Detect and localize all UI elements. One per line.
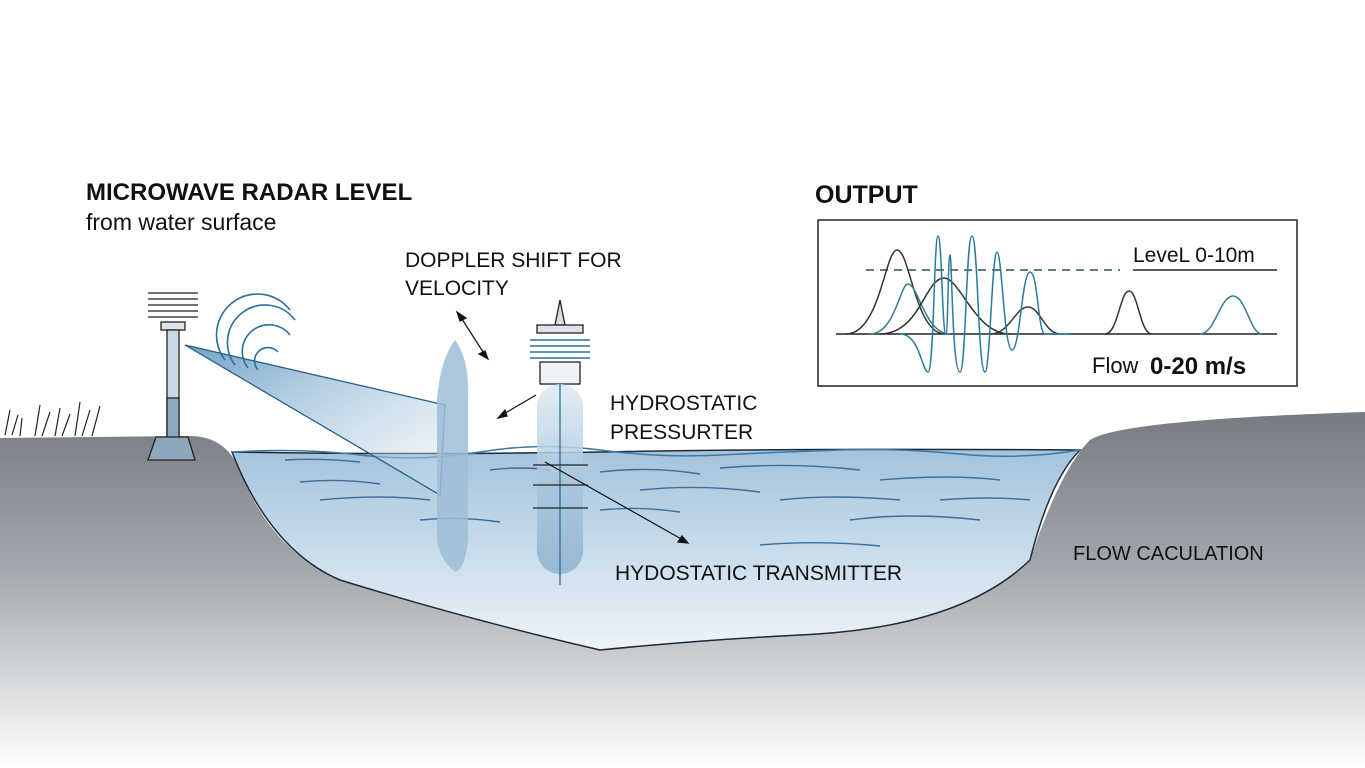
velocity-arrow-icon [455, 310, 537, 419]
doppler-label-2: VELOCITY [405, 277, 509, 300]
radar-wave-icon [215, 293, 296, 371]
pressure-label-1: HYDROSTATIC [610, 392, 757, 415]
output-waveforms [836, 235, 1277, 373]
doppler-sensor [437, 340, 469, 572]
flow-prefix-label: Flow [1092, 353, 1139, 378]
radar-sensor [147, 292, 198, 461]
ground [0, 412, 1365, 768]
level-range-label: LeveL 0-10m [1133, 244, 1255, 267]
flow-range-label: 0-20 m/s [1150, 353, 1246, 380]
hydrostatic-sensor [530, 299, 590, 585]
transmitter-label: HYDOSTATIC TRANSMITTER [615, 562, 902, 585]
radar-subtitle: from water surface [86, 209, 276, 235]
output-title: OUTPUT [815, 181, 918, 209]
grass [4, 401, 101, 437]
doppler-label-1: DOPPLER SHIFT FOR [405, 249, 622, 272]
pressure-label-2: PRESSURTER [610, 421, 753, 444]
radar-antenna-lines-icon [148, 292, 198, 318]
water-surface [231, 445, 1081, 459]
radar-title: MICROWAVE RADAR LEVEL [86, 179, 412, 206]
water-ripples [284, 458, 1031, 547]
flow-calculation-label: FLOW CACULATION [1073, 543, 1264, 565]
transmitter-arrow-icon [544, 461, 690, 544]
